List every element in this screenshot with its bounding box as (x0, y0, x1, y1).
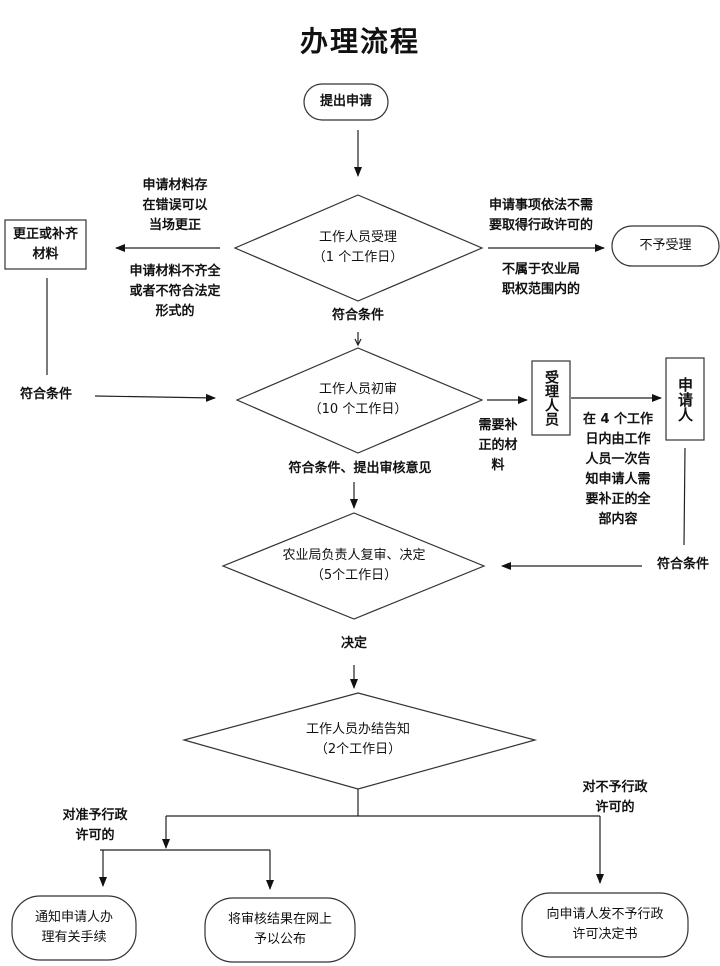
out-deny-shape (521, 892, 689, 958)
label-deny: 对不予行政 许可的 (582, 780, 648, 815)
node-correct: 更正或补齐 材料 (12, 226, 78, 262)
node-reject: 不予受理 (639, 238, 692, 253)
node-submit: 提出申请 (319, 94, 372, 109)
node-initial-review: 工作人员初审 （10 个工作日） (308, 382, 408, 417)
line-applicant-down (683, 447, 686, 546)
node-applicant: 申请人 (676, 376, 694, 422)
label-ok-propose: 符合条件、提出审核意见 (288, 461, 432, 476)
out-notify-shape (11, 895, 137, 961)
node-out-publish: 将审核结果在网上 予以公布 (227, 912, 332, 947)
final-review-diamond (221, 512, 486, 620)
reject-node-shape (611, 225, 720, 267)
label-ok-accept: 符合条件 (331, 308, 384, 323)
staff-box (531, 360, 571, 436)
out-publish-shape (204, 897, 356, 963)
label-need-fix: 需要补 正的材 料 (478, 418, 518, 473)
label-grant: 对准予行政 许可的 (62, 808, 128, 843)
label-four-days: 在 4 个工作 日内由工作 人员一次告 知申请人需 要补正的全 部内容 (582, 412, 654, 527)
label-not-required: 申请事项依法不需 要取得行政许可的 (488, 198, 593, 233)
node-accept: 工作人员受理 （1 个工作日） (312, 230, 404, 265)
node-final-review: 农业局负责人复审、决定 （5个工作日） (282, 548, 426, 583)
node-notify: 工作人员办结告知 （2个工作日） (305, 722, 410, 757)
label-decision: 决定 (340, 636, 367, 651)
label-err-fixable: 申请材料存 在错误可以 当场更正 (142, 178, 208, 233)
accept-diamond (233, 194, 484, 302)
node-out-deny: 向申请人发不予行政 许可决定书 (546, 907, 664, 942)
node-staff: 受理人员 (543, 370, 559, 426)
applicant-box (665, 357, 705, 441)
label-incomplete: 申请材料不齐全 或者不符合法定 形式的 (129, 264, 221, 319)
correct-box (4, 219, 87, 270)
submit-node-shape (303, 83, 389, 121)
label-out-of-scope: 不属于农业局 职权范围内的 (501, 262, 580, 297)
page-title: 办理流程 (299, 25, 420, 58)
label-ok-right: 符合条件 (656, 557, 709, 572)
label-ok-left: 符合条件 (19, 387, 72, 402)
node-out-notify: 通知申请人办 理有关手续 (34, 910, 113, 945)
initial-review-diamond (235, 347, 484, 454)
arrow-ok-initial (94, 393, 216, 402)
